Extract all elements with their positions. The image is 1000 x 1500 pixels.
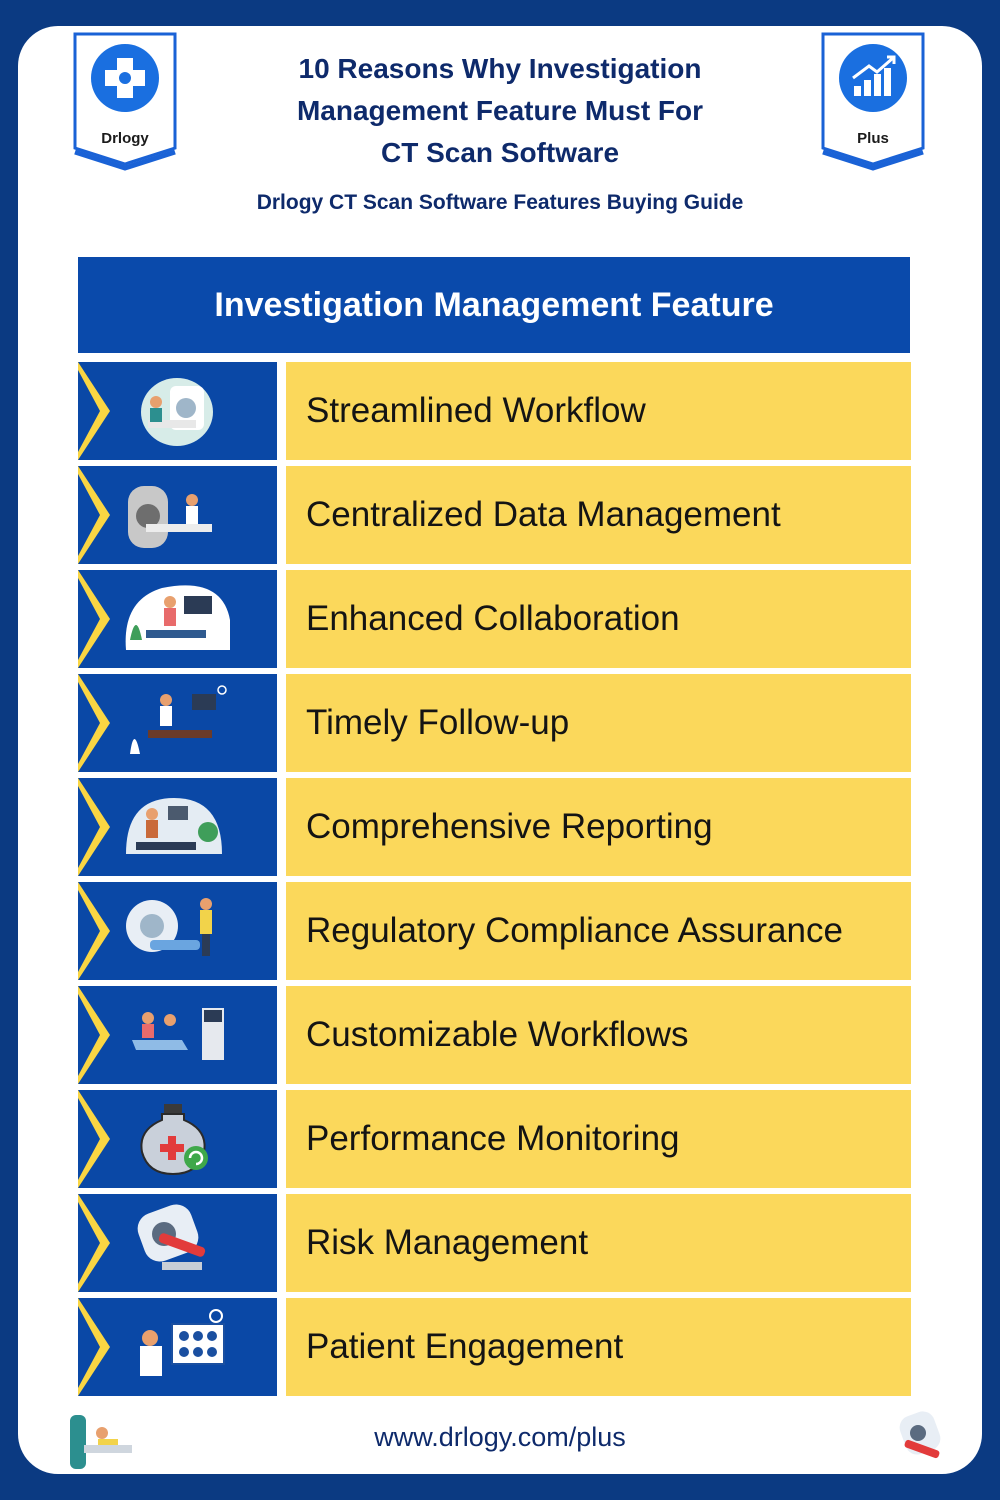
plus-badge: Plus xyxy=(821,32,925,172)
mri-machine-icon xyxy=(70,1415,132,1469)
list-item-label: Performance Monitoring xyxy=(286,1090,911,1188)
list-item: Regulatory Compliance Assurance xyxy=(78,882,912,980)
footer-url[interactable]: www.drlogy.com/plus xyxy=(374,1422,626,1452)
doctor-brain-scans-icon xyxy=(140,1309,225,1376)
list-item-label: Risk Management xyxy=(286,1194,911,1292)
list-item: Streamlined Workflow xyxy=(78,362,912,460)
list-item: Patient Engagement xyxy=(78,1298,912,1396)
ct-scanner-doctor-icon xyxy=(128,486,212,548)
growth-chart-icon xyxy=(821,32,925,171)
mri-patient-lying-icon xyxy=(137,1204,206,1270)
doctors-team-icon xyxy=(126,798,222,854)
title-line-2: Management Feature Must For xyxy=(296,95,704,126)
list-item: Enhanced Collaboration xyxy=(78,570,912,668)
feature-banner: Investigation Management Feature xyxy=(78,257,910,353)
drlogy-badge: Drlogy xyxy=(73,32,177,172)
list-item-label: Enhanced Collaboration xyxy=(286,570,911,668)
list-item-label: Patient Engagement xyxy=(286,1298,911,1396)
list-item-label: Centralized Data Management xyxy=(286,466,911,564)
doctor-ultrasound-icon xyxy=(130,685,227,754)
flask-refresh-icon xyxy=(140,1104,208,1176)
list-item: Risk Management xyxy=(78,1194,912,1292)
title-line-1: 10 Reasons Why Investigation xyxy=(298,53,702,84)
infographic-card: Drlogy 10 Reasons Why Investigation Mana… xyxy=(18,26,982,1474)
page-subtitle: Drlogy CT Scan Software Features Buying … xyxy=(256,191,744,214)
list-item: Performance Monitoring xyxy=(78,1090,912,1188)
mri-scanner-patient-icon xyxy=(141,378,213,446)
scanner-doctor-standing-icon xyxy=(126,898,212,956)
scanner-patient-icon xyxy=(899,1411,941,1459)
list-item-label: Regulatory Compliance Assurance xyxy=(286,882,911,980)
list-item-label: Timely Follow-up xyxy=(286,674,911,772)
reasons-list: Streamlined Workflow Centralized Data Ma… xyxy=(78,362,912,1402)
title-line-3: CT Scan Software xyxy=(380,137,620,168)
list-item: Comprehensive Reporting xyxy=(78,778,912,876)
drlogy-logo-icon xyxy=(73,32,177,171)
list-item-label: Streamlined Workflow xyxy=(286,362,911,460)
list-item: Customizable Workflows xyxy=(78,986,912,1084)
page-title: 10 Reasons Why Investigation Management … xyxy=(218,48,782,174)
list-item: Centralized Data Management xyxy=(78,466,912,564)
list-item-label: Comprehensive Reporting xyxy=(286,778,911,876)
doctor-patient-monitor-icon xyxy=(125,585,230,650)
drlogy-badge-label: Drlogy xyxy=(101,130,149,147)
list-item: Timely Follow-up xyxy=(78,674,912,772)
plus-badge-label: Plus xyxy=(857,130,889,147)
patient-chair-machine-icon xyxy=(132,1008,224,1060)
list-item-label: Customizable Workflows xyxy=(286,986,911,1084)
